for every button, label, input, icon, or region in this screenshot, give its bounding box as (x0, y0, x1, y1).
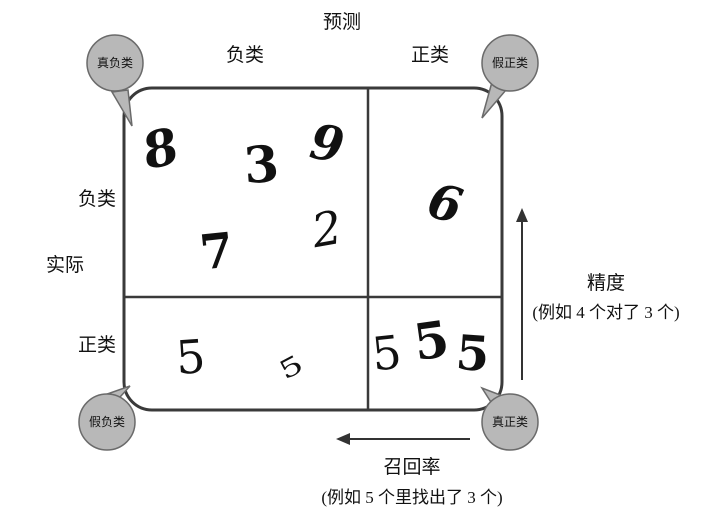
digit-tp: 5 (369, 324, 405, 382)
precision-arrow (516, 208, 528, 380)
actual-axis-title: 实际 (46, 254, 85, 276)
actual-positive-label: 正类 (78, 334, 117, 356)
predicted-positive-label: 正类 (410, 44, 450, 66)
bubble-false-positive-text: 假正类 (491, 56, 529, 70)
bubble-true-positive-shape (480, 386, 539, 451)
bubble-true-positive-text: 真正类 (491, 415, 529, 429)
digit-fn: 5 (174, 329, 208, 385)
precision-label: 精度 (586, 272, 626, 294)
digit-tp: 5 (409, 308, 453, 373)
recall-label: 召回率 (383, 456, 441, 478)
actual-negative-label: 负类 (78, 188, 117, 210)
digit-tn: 7 (197, 222, 237, 282)
bubble-false-negative-text: 假负类 (88, 415, 126, 429)
bubble-false-negative-shape (78, 385, 136, 451)
digit-tn: 3 (241, 133, 281, 196)
precision-note: (例如 4 个对了 3 个) (532, 303, 680, 322)
digit-tn: 2 (311, 198, 343, 260)
recall-note: (例如 5 个里找出了 3 个) (321, 488, 503, 507)
predicted-negative-label: 负类 (225, 44, 265, 66)
digit-tp: 5 (454, 324, 492, 384)
recall-arrow (336, 433, 470, 445)
digit-tn: 8 (141, 115, 180, 182)
bubble-true-negative-shape (86, 34, 144, 127)
predicted-axis-title: 预测 (322, 11, 362, 33)
bubble-true-negative-text: 真负类 (96, 56, 134, 70)
bubble-false-positive-shape (481, 34, 539, 119)
matrix-frame (122, 86, 504, 412)
